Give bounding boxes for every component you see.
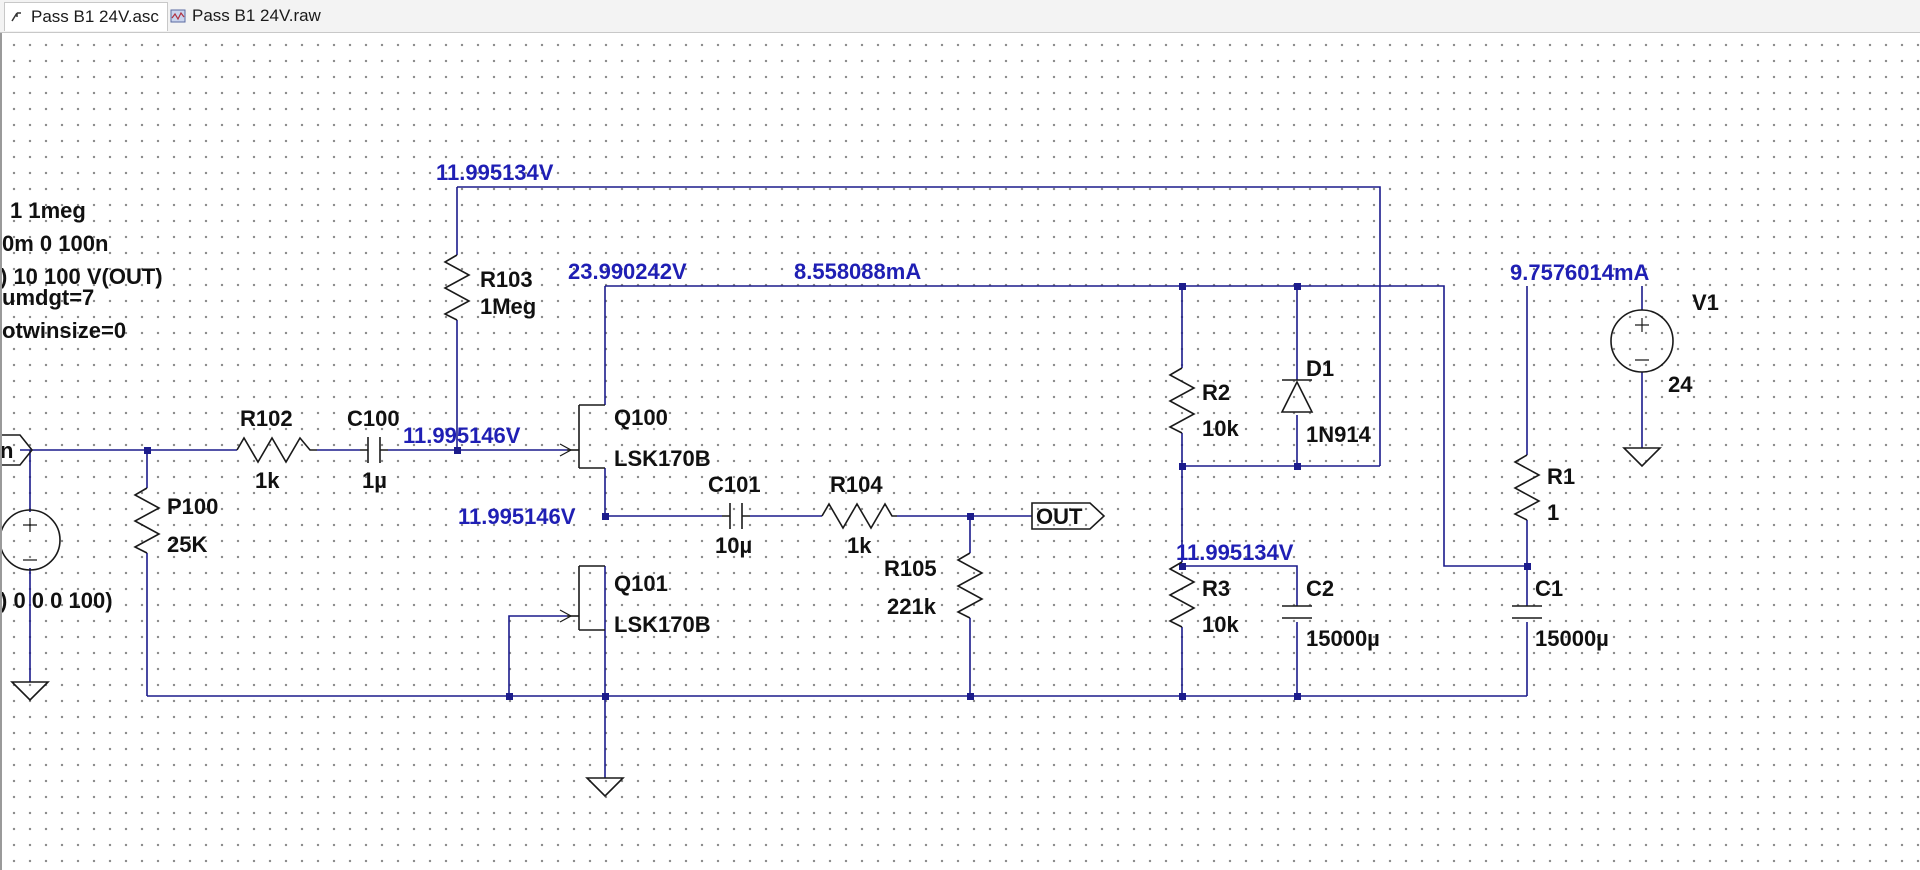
- r2-name: R2: [1202, 380, 1230, 405]
- resistor-r2[interactable]: [1168, 367, 1196, 434]
- r105-name: R105: [884, 556, 937, 581]
- c101-value: 10µ: [715, 533, 752, 558]
- op-gate-node: 11.995146V: [403, 423, 521, 448]
- voltage-source-v1[interactable]: [1610, 309, 1674, 373]
- q101-name: Q101: [614, 571, 668, 596]
- q100-name: Q100: [614, 405, 668, 430]
- output-port[interactable]: [1031, 502, 1106, 530]
- c2-value: 15000µ: [1306, 626, 1380, 651]
- v1-value: 24: [1668, 372, 1693, 397]
- r103-name: R103: [480, 267, 533, 292]
- wires: [20, 186, 1643, 778]
- r103-value: 1Meg: [480, 294, 536, 319]
- input-source[interactable]: [2, 509, 61, 571]
- tab-schematic-label: Pass B1 24V.asc: [31, 7, 159, 26]
- c2-name: C2: [1306, 576, 1334, 601]
- directive-line-1: 1 1meg: [10, 198, 86, 223]
- resistor-r102[interactable]: [236, 436, 317, 464]
- capacitor-c100[interactable]: [360, 437, 388, 463]
- jfet-q100[interactable]: [559, 404, 605, 469]
- schematic-canvas[interactable]: 1 1meg 0m 0 100n ) 10 100 V(OUT) umdgt=7…: [0, 33, 1920, 870]
- d1-name: D1: [1306, 356, 1334, 381]
- ground-symbol-v1: [1622, 447, 1662, 468]
- op-divider-node: 11.995134V: [1176, 540, 1294, 565]
- resistor-r1[interactable]: [1513, 454, 1541, 521]
- spice-directives[interactable]: 1 1meg 0m 0 100n ) 10 100 V(OUT) umdgt=7…: [2, 198, 163, 343]
- directive-line-4: umdgt=7: [2, 285, 94, 310]
- schematic-icon: [11, 12, 21, 22]
- directive-line-2: 0m 0 100n: [2, 231, 108, 256]
- directive-line-5: otwinsize=0: [2, 318, 126, 343]
- v1-name: V1: [1692, 290, 1719, 315]
- r3-name: R3: [1202, 576, 1230, 601]
- q101-value: LSK170B: [614, 612, 711, 637]
- tab-schematic[interactable]: Pass B1 24V.asc: [4, 2, 168, 31]
- r102-value: 1k: [255, 468, 280, 493]
- op-supply-current: 8.558088mA: [794, 259, 921, 284]
- tab-waveform[interactable]: Pass B1 24V.raw: [164, 2, 327, 30]
- input-source-value: ) 0 0 0 100): [2, 588, 113, 613]
- operating-point-labels: 11.995134V 11.995146V 23.990242V 8.55808…: [403, 160, 1650, 565]
- junctions: [144, 283, 1531, 700]
- r1-name: R1: [1547, 464, 1575, 489]
- op-source-node: 11.995146V: [458, 504, 576, 529]
- r1-value: 1: [1547, 500, 1559, 525]
- resistor-r103[interactable]: [443, 254, 471, 321]
- resistor-r3[interactable]: [1168, 561, 1196, 628]
- capacitor-c1[interactable]: [1512, 605, 1542, 619]
- capacitor-c2[interactable]: [1282, 605, 1312, 619]
- d1-value: 1N914: [1306, 422, 1372, 447]
- resistor-r105[interactable]: [956, 552, 984, 619]
- op-v1-current: 9.7576014mA: [1510, 260, 1650, 285]
- q100-value: LSK170B: [614, 446, 711, 471]
- input-port-label: n: [2, 438, 13, 463]
- input-port[interactable]: [2, 434, 34, 466]
- r105-value: 221k: [887, 594, 937, 619]
- potentiometer-p100[interactable]: [133, 487, 161, 554]
- r104-value: 1k: [847, 533, 872, 558]
- c100-value: 1µ: [362, 468, 387, 493]
- r104-name: R104: [830, 472, 883, 497]
- jfet-q101[interactable]: [559, 565, 605, 631]
- directive-line-3: ) 10 100 V(OUT): [2, 264, 163, 289]
- diode-d1[interactable]: [1280, 379, 1314, 413]
- ground-symbol-main: [585, 777, 625, 798]
- r3-value: 10k: [1202, 612, 1239, 637]
- op-top-node: 11.995134V: [436, 160, 554, 185]
- schematic-drawing[interactable]: 1 1meg 0m 0 100n ) 10 100 V(OUT) umdgt=7…: [2, 33, 1920, 870]
- c1-value: 15000µ: [1535, 626, 1609, 651]
- r2-value: 10k: [1202, 416, 1239, 441]
- waveform-icon: [170, 9, 186, 23]
- c101-name: C101: [708, 472, 761, 497]
- p100-name: P100: [167, 494, 218, 519]
- op-supply-node: 23.990242V: [568, 259, 687, 284]
- c1-name: C1: [1535, 576, 1563, 601]
- capacitor-c101[interactable]: [722, 503, 750, 529]
- c100-name: C100: [347, 406, 400, 431]
- tab-bar: Pass B1 24V.asc Pass B1 24V.raw: [0, 0, 1920, 33]
- r102-name: R102: [240, 406, 293, 431]
- tab-waveform-label: Pass B1 24V.raw: [192, 6, 321, 25]
- output-port-label: OUT: [1036, 504, 1083, 529]
- resistor-r104[interactable]: [821, 502, 897, 530]
- p100-value: 25K: [167, 532, 207, 557]
- ground-symbol-input: [10, 681, 50, 702]
